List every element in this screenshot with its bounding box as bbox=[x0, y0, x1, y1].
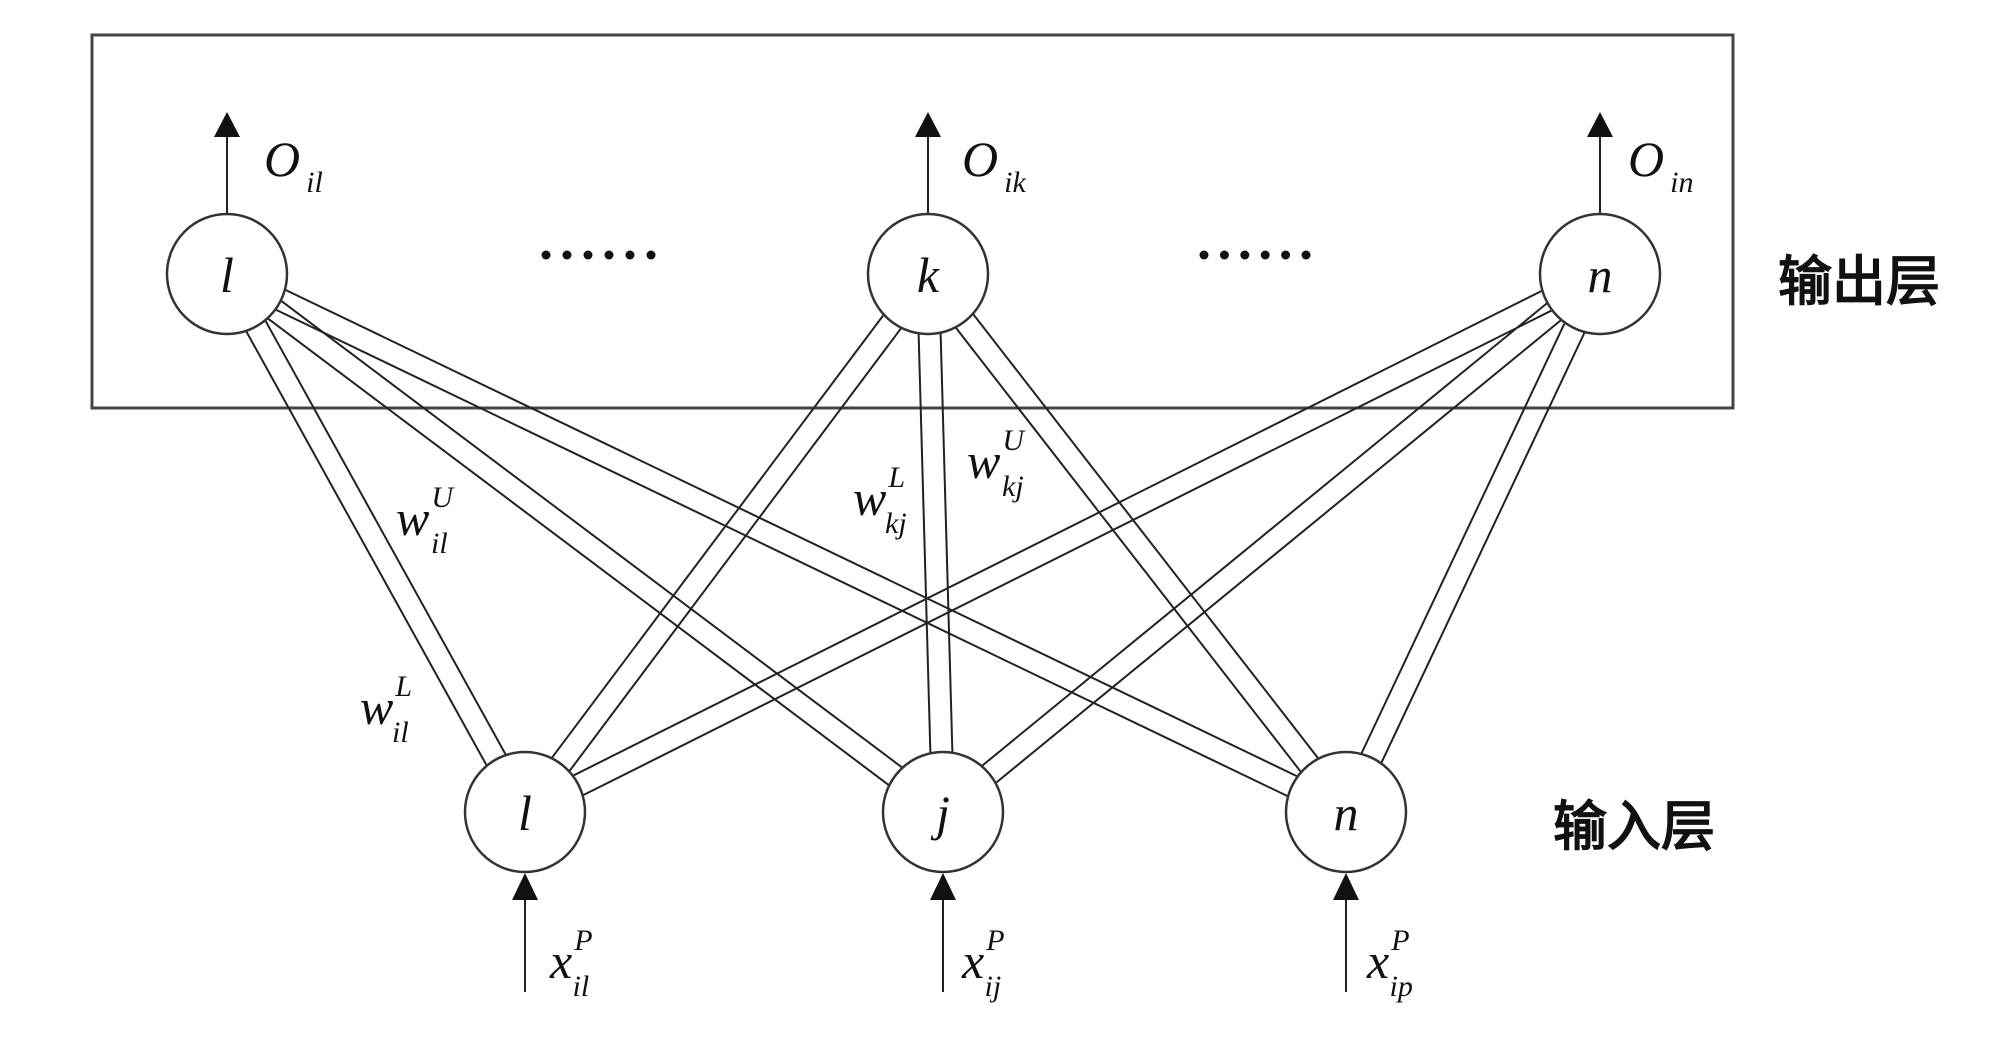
input-node-n-circle bbox=[1284, 750, 1408, 874]
connection-out-l-in-l-upper bbox=[245, 330, 488, 767]
output-node-n-label: n bbox=[1588, 247, 1613, 303]
connection-out-l-in-n-lower bbox=[284, 288, 1299, 778]
connection-out-n-in-n-lower bbox=[1380, 331, 1586, 764]
connection-out-k-in-l-lower bbox=[568, 327, 903, 772]
arrow-up-icon bbox=[512, 873, 538, 900]
ellipsis-dot bbox=[604, 250, 614, 260]
arrow-up-icon bbox=[915, 112, 941, 137]
input-node-n-label: n bbox=[1334, 785, 1359, 841]
arrow-up-icon bbox=[214, 112, 240, 137]
output-node-l-label: l bbox=[220, 247, 234, 303]
ellipsis-dot bbox=[625, 250, 635, 260]
ellipsis-2 bbox=[1199, 250, 1311, 260]
connection-out-l-in-n-upper bbox=[274, 308, 1289, 798]
ellipsis-dot bbox=[1281, 250, 1291, 260]
output-node-n-circle bbox=[1538, 212, 1662, 336]
input-node-l-circle bbox=[463, 750, 587, 874]
ellipsis-dot bbox=[1260, 250, 1270, 260]
connection-out-k-in-l-upper bbox=[550, 314, 885, 759]
connection-out-l-in-j-lower bbox=[280, 299, 904, 769]
connection-out-k-in-n-lower bbox=[972, 313, 1320, 760]
connection-out-k-in-j-lower bbox=[939, 332, 954, 753]
ellipsis-1 bbox=[541, 250, 656, 260]
ellipsis-dot bbox=[541, 250, 551, 260]
connection-out-n-in-j-lower bbox=[994, 319, 1562, 784]
output-node-k-circle bbox=[866, 212, 990, 336]
connection-out-k-in-n-upper bbox=[954, 326, 1302, 773]
arrow-up-icon bbox=[930, 873, 956, 900]
connection-out-n-in-l-lower bbox=[582, 309, 1553, 797]
connections bbox=[245, 288, 1586, 798]
connection-out-l-in-l-lower bbox=[264, 319, 507, 756]
ellipsis-dot bbox=[562, 250, 572, 260]
ellipsis-dot bbox=[646, 250, 656, 260]
arrow-up-icon bbox=[1333, 873, 1359, 900]
connection-out-k-in-j-upper bbox=[917, 333, 932, 754]
ellipsis-dot bbox=[1240, 250, 1250, 260]
output-layer-label: 输出层 bbox=[1778, 250, 1940, 313]
input-node-j-circle bbox=[881, 750, 1005, 874]
ellipsis-dot bbox=[583, 250, 593, 260]
input-node-l-label: l bbox=[518, 785, 532, 841]
connection-out-n-in-l-upper bbox=[572, 289, 1543, 777]
input-layer-label: 输入层 bbox=[1553, 795, 1715, 858]
ellipses bbox=[541, 250, 1311, 260]
output-layer-box bbox=[90, 33, 1735, 410]
ellipsis-dot bbox=[1199, 250, 1209, 260]
connection-out-n-in-n-upper bbox=[1360, 322, 1566, 755]
ellipsis-dot bbox=[1219, 250, 1229, 260]
ellipsis-dot bbox=[1301, 250, 1311, 260]
connection-out-l-in-j-upper bbox=[266, 317, 890, 787]
arrow-up-icon bbox=[1587, 112, 1613, 137]
output-node-l-circle bbox=[165, 212, 289, 336]
connection-out-n-in-j-upper bbox=[981, 302, 1549, 767]
output-node-k-label: k bbox=[917, 247, 940, 303]
